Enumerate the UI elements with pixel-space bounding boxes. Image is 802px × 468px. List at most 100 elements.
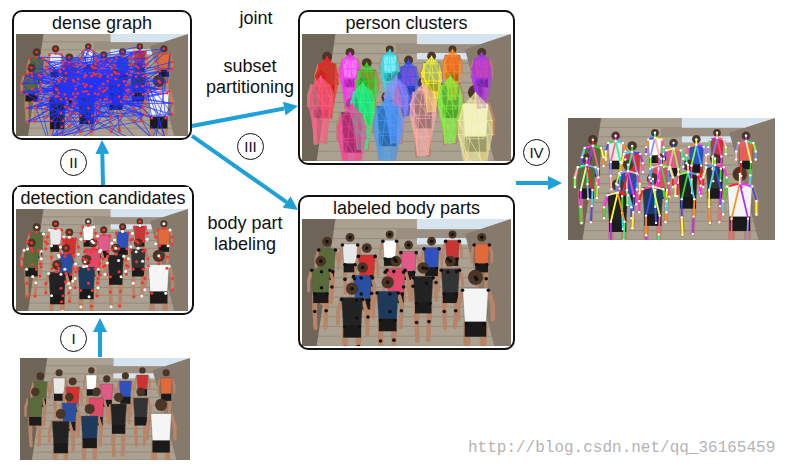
graph-edge	[65, 100, 100, 107]
candidate-dot	[25, 282, 28, 285]
candidate-dot	[57, 92, 60, 95]
candidate-dot	[137, 67, 140, 70]
cluster-edge	[410, 104, 436, 105]
candidate-dot	[114, 247, 117, 250]
cluster-edge	[421, 80, 441, 81]
cluster-edge	[309, 106, 315, 127]
candidate-dot	[167, 244, 170, 247]
graph-edge	[85, 64, 147, 86]
shirt	[341, 298, 362, 327]
head	[427, 237, 436, 246]
candidate-dot	[97, 93, 100, 96]
candidate-dot	[40, 90, 43, 93]
candidate-dot	[124, 270, 127, 273]
part-dot	[353, 263, 357, 267]
candidate-dot	[102, 58, 105, 61]
candidate-dot	[20, 265, 23, 268]
candidate-dot	[115, 57, 118, 60]
candidate-dot	[87, 220, 90, 223]
candidate-dot	[92, 225, 95, 228]
graph-edge	[152, 103, 173, 136]
head	[417, 262, 429, 274]
candidate-dot	[23, 249, 26, 252]
candidate-dot	[90, 130, 93, 133]
candidate-dot	[61, 238, 64, 241]
candidate-dot	[74, 96, 77, 99]
candidate-dot	[142, 268, 145, 271]
candidate-dot	[31, 75, 34, 78]
candidate-dot	[169, 54, 172, 57]
arm	[171, 278, 174, 289]
shirt	[49, 272, 66, 296]
head	[62, 244, 71, 253]
candidate-dot	[35, 56, 38, 59]
part-dot	[400, 292, 404, 296]
head	[111, 244, 120, 253]
shorts	[343, 325, 361, 337]
arm	[46, 274, 49, 284]
candidate-dot	[74, 88, 77, 91]
candidate-dot	[135, 260, 138, 263]
candidate-dot	[72, 267, 75, 270]
cluster-edge	[410, 104, 429, 136]
shirt	[148, 265, 169, 294]
shirt	[78, 267, 95, 291]
candidate-dot	[106, 255, 109, 258]
leg	[426, 322, 431, 340]
candidate-dot	[67, 107, 70, 110]
candidate-dot	[50, 294, 53, 297]
part-dot	[399, 251, 403, 255]
part-dot	[388, 310, 392, 314]
candidate-dot	[129, 239, 132, 242]
candidate-dot	[142, 93, 145, 96]
candidate-dot	[68, 61, 71, 64]
part-dot	[449, 259, 453, 263]
candidate-dot	[60, 112, 63, 115]
candidate-dot	[44, 282, 47, 285]
cluster-edge	[458, 134, 482, 161]
candidate-dot	[30, 241, 33, 244]
cluster-hull	[458, 92, 493, 161]
candidate-dot	[80, 57, 83, 60]
part-dot	[370, 292, 374, 296]
cluster-edge	[474, 60, 489, 61]
candidate-dot	[121, 55, 124, 58]
candidate-dot	[85, 90, 88, 93]
cluster-edge	[373, 132, 393, 161]
cluster-edge	[477, 79, 487, 80]
candidate-dot	[111, 74, 114, 77]
arm	[456, 305, 460, 319]
part-dot	[355, 316, 359, 320]
candidate-dot	[83, 65, 86, 68]
arm	[307, 281, 310, 291]
cluster-edge	[421, 72, 441, 73]
candidate-dot	[98, 87, 101, 90]
candidate-dot	[99, 98, 102, 101]
graph-edge	[46, 74, 143, 108]
cluster-edge	[445, 142, 455, 144]
arm	[75, 268, 78, 278]
right-wall	[150, 209, 188, 311]
candidate-dot	[65, 97, 68, 100]
leg	[414, 322, 419, 340]
cluster-edge	[424, 63, 439, 64]
candidate-dot	[110, 130, 113, 133]
shirt	[312, 269, 330, 294]
candidate-dot	[92, 51, 95, 54]
candidate-dot	[124, 95, 127, 98]
part-dot	[485, 263, 489, 267]
part-dot	[411, 285, 415, 289]
part-dot	[325, 240, 329, 244]
candidate-dot	[69, 111, 72, 114]
candidate-dot	[87, 45, 90, 48]
candidate-dot	[125, 264, 128, 267]
candidate-dot	[47, 272, 50, 275]
part-dot	[365, 246, 369, 250]
candidate-dot	[104, 264, 107, 267]
right-wall	[150, 34, 188, 136]
candidate-dot	[42, 232, 45, 235]
candidate-dot	[109, 60, 112, 63]
candidate-dot	[82, 90, 85, 93]
candidate-dot	[118, 305, 121, 308]
part-dot	[355, 298, 359, 302]
